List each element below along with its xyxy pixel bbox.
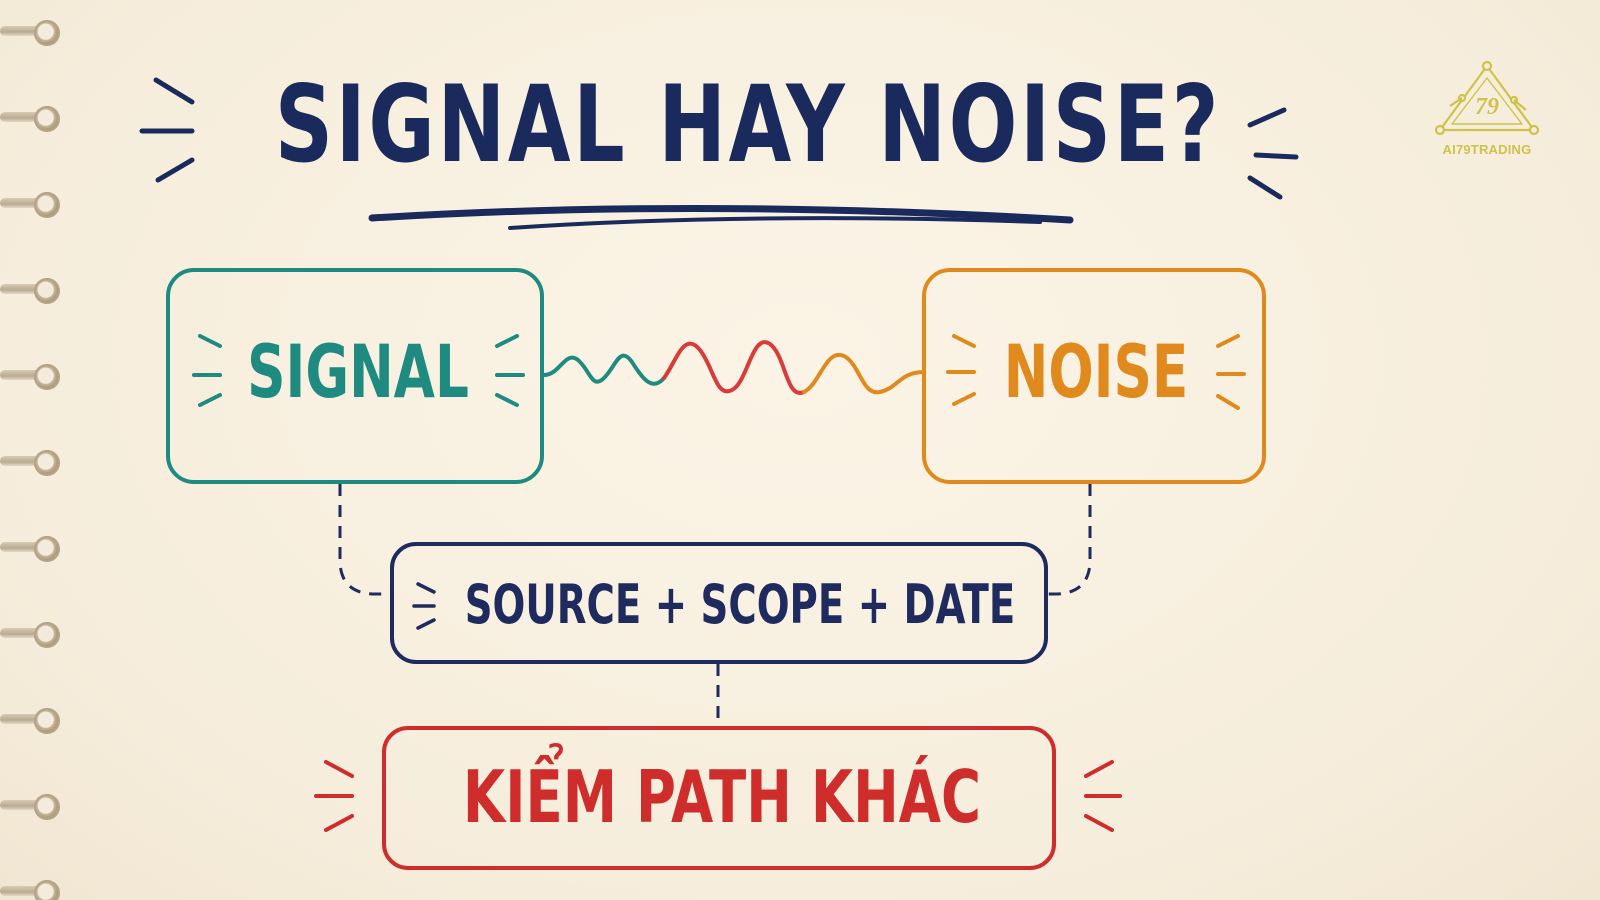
spiral-ring <box>0 362 62 392</box>
spiral-ring <box>0 190 62 220</box>
spiral-ring <box>0 104 62 134</box>
action-label: KIỂM PATH KHÁC <box>463 742 981 840</box>
noise-label: NOISE <box>1004 331 1189 416</box>
noise-box <box>922 268 1266 484</box>
action-box <box>382 726 1056 870</box>
signal-box <box>166 268 544 484</box>
spiral-ring <box>0 448 62 478</box>
action-emphasis-marks <box>314 760 1122 832</box>
signal-wave <box>542 353 666 386</box>
criteria-box <box>390 542 1048 664</box>
brand-logo: 79 AI79TRADING <box>1422 60 1552 160</box>
title-underline <box>368 204 1074 224</box>
spiral-ring <box>0 18 62 48</box>
title-underline-stroke-2 <box>508 216 1042 230</box>
logo-number: 79 <box>1475 94 1499 120</box>
logo-wordmark: AI79TRADING <box>1442 142 1532 157</box>
noise-wave <box>802 352 926 395</box>
noise-emphasis-marks <box>946 334 1246 410</box>
spiral-ring <box>0 878 62 900</box>
conflict-wave <box>662 340 806 395</box>
spiral-ring <box>0 792 62 822</box>
triangle-network-icon: 79 <box>1434 60 1540 136</box>
spiral-ring <box>0 534 62 564</box>
spiral-ring <box>0 276 62 306</box>
signal-label: SIGNAL <box>247 331 469 416</box>
signal-emphasis-marks <box>192 334 525 407</box>
criteria-emphasis-marks <box>412 582 436 630</box>
criteria-label: SOURCE + SCOPE + DATE <box>465 573 1016 636</box>
signal-to-criteria-connector <box>338 484 392 596</box>
spiral-ring <box>0 706 62 736</box>
noise-to-criteria-connector <box>1046 484 1092 596</box>
spiral-ring <box>0 620 62 650</box>
title-emphasis-left <box>139 77 195 183</box>
page-title: SIGNAL HAY NOISE? <box>275 64 1222 186</box>
title-emphasis-right <box>1247 107 1299 200</box>
